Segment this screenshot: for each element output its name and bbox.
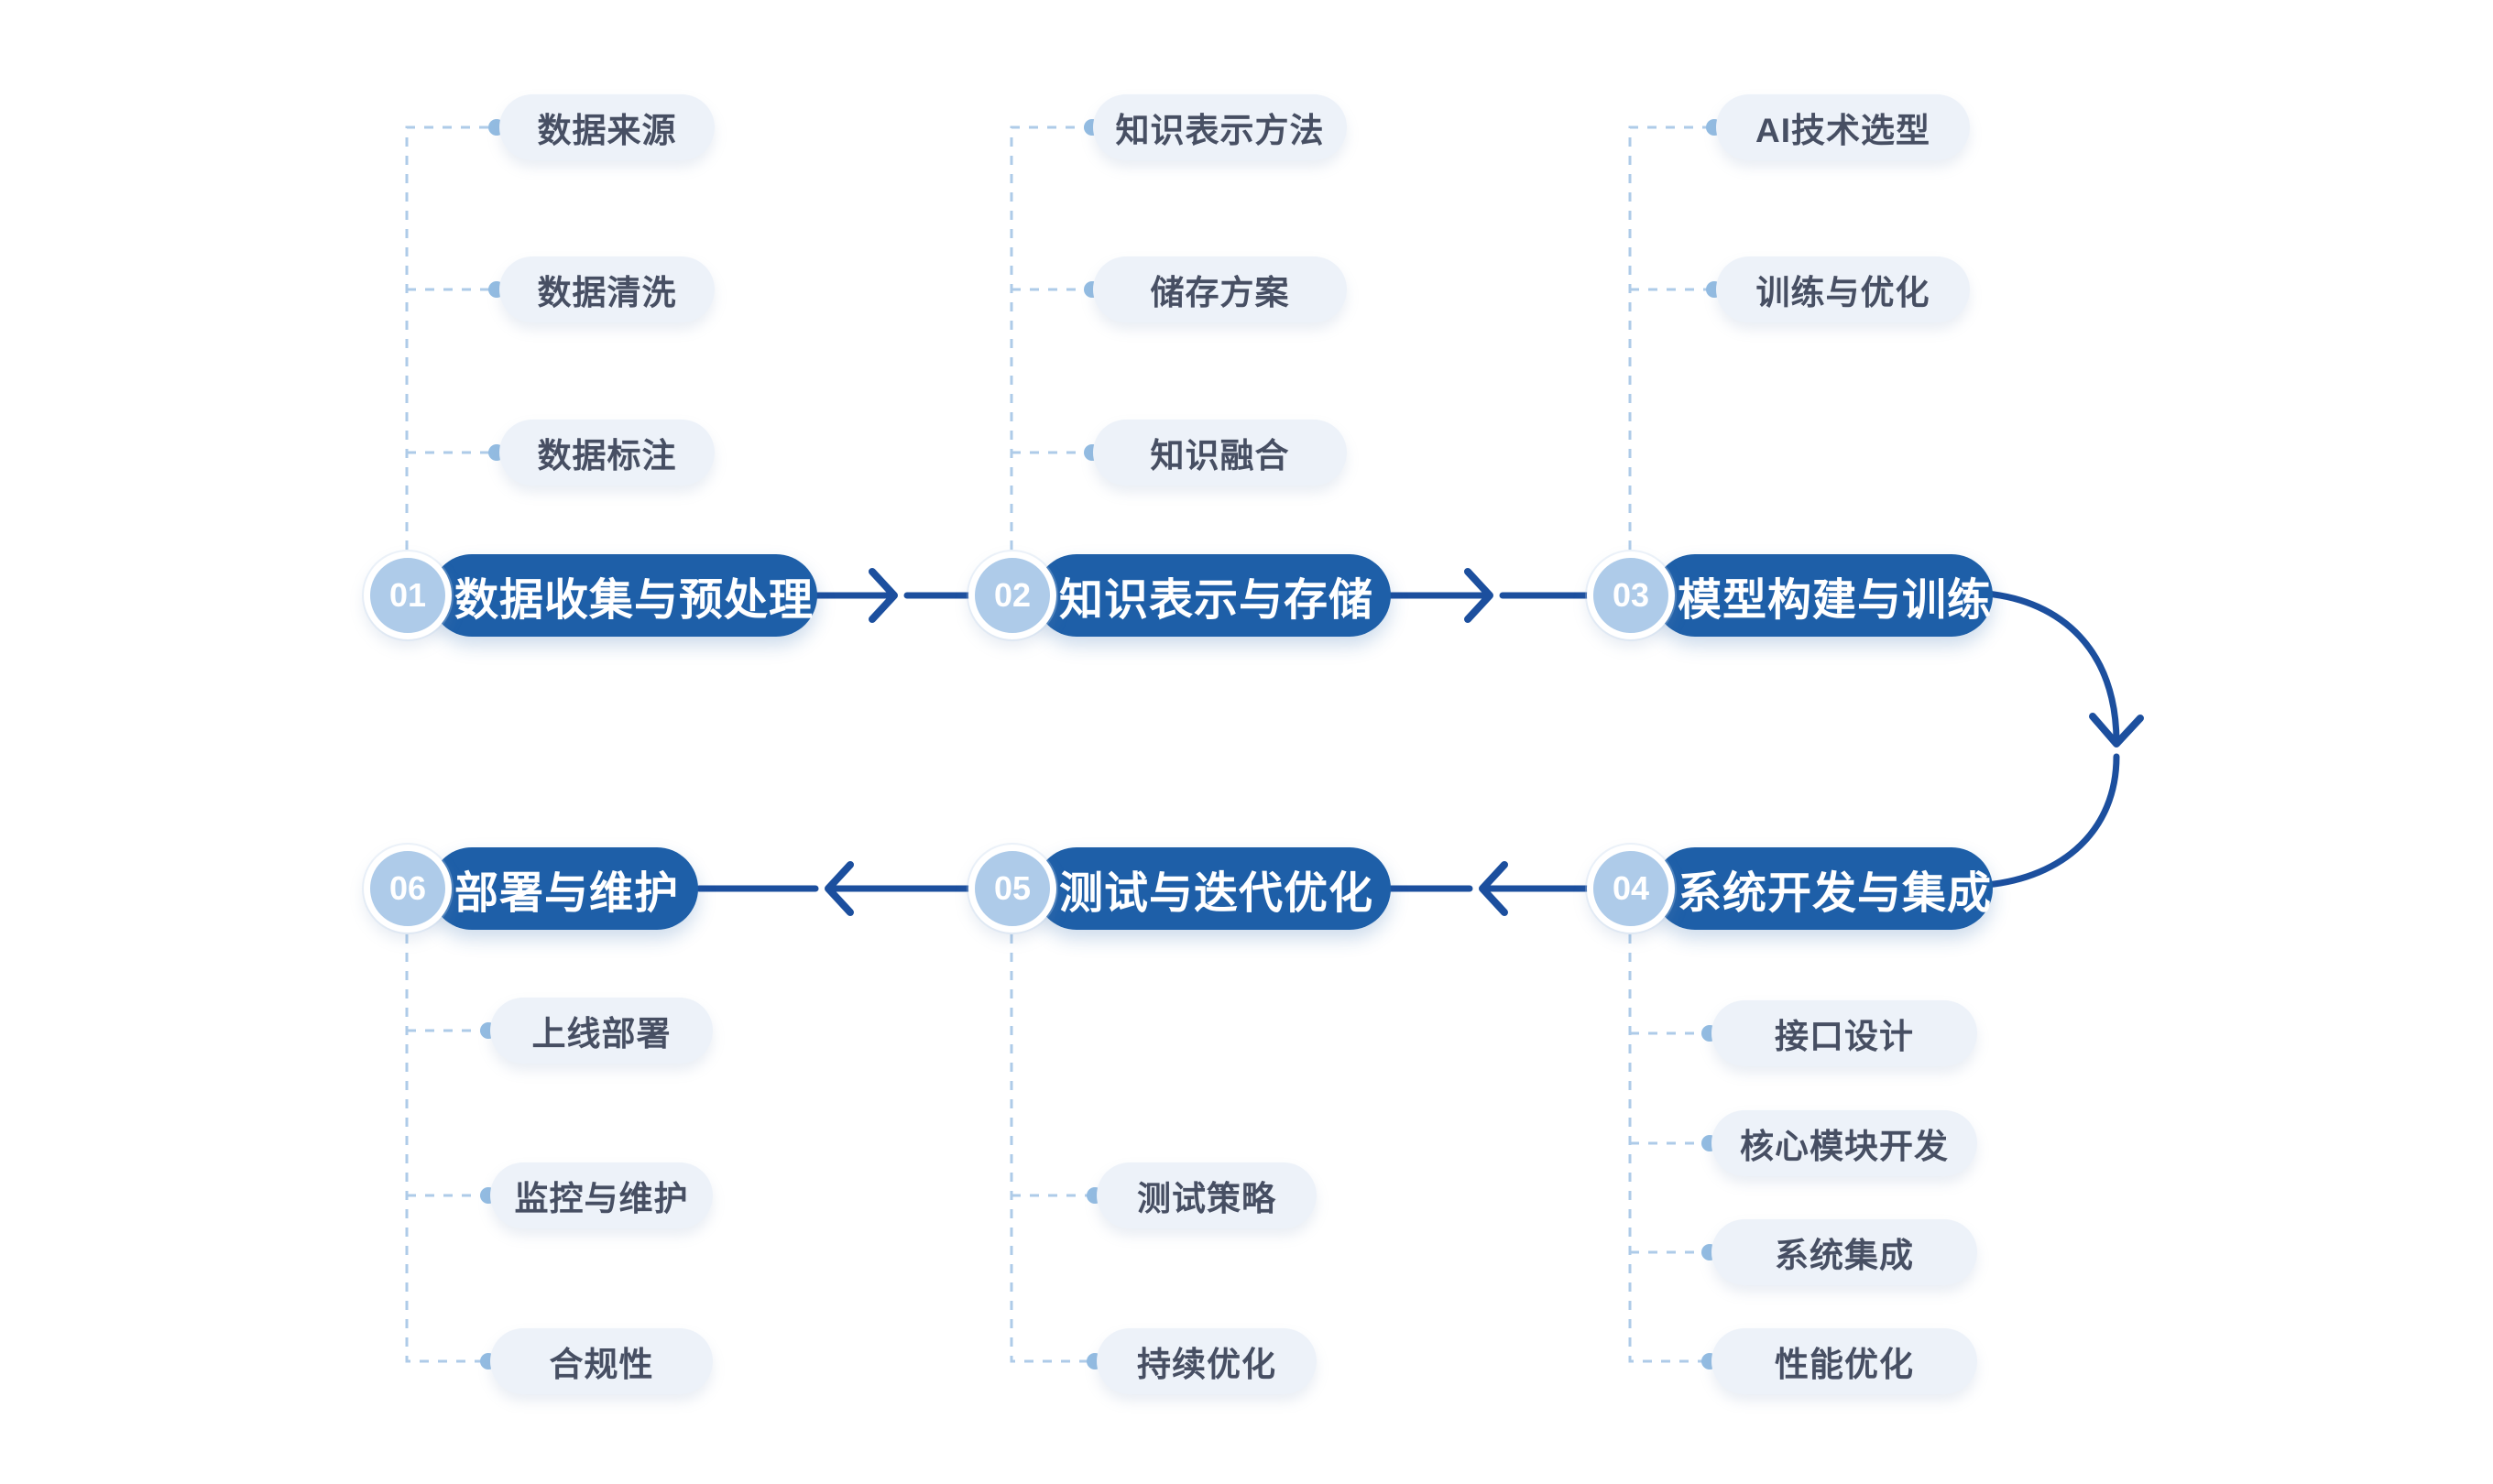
sub-item-pill: 监控与维护: [490, 1162, 713, 1228]
stage-label: 部署与维护: [454, 869, 680, 918]
sub-item-pill: 核心模块开发: [1711, 1110, 1977, 1176]
stage-node-05: 测试与迭代优化 05: [968, 845, 1391, 933]
stage-node-01: 数据收集与预处理 01: [364, 551, 817, 639]
sub-item-pill: AI技术选型: [1716, 94, 1970, 160]
chevron-down-icon: [2089, 713, 2144, 747]
sub-item-pill: 系统集成: [1711, 1219, 1977, 1285]
stage-label: 模型构建与训练: [1678, 576, 1993, 625]
sub-item-pill: 性能优化: [1711, 1328, 1977, 1394]
stage-number-badge: 03: [1587, 551, 1675, 639]
sub-item-pill: 数据标注: [499, 420, 715, 486]
stage-number-badge: 04: [1587, 845, 1675, 933]
stage-number-badge: 06: [364, 845, 452, 933]
chevron-left-icon: [825, 861, 854, 916]
arrow-chevrons: [825, 568, 2144, 916]
stage-number-badge: 05: [968, 845, 1056, 933]
stage-pill: 系统开发与集成: [1654, 847, 1993, 930]
stage-node-06: 部署与维护 06: [364, 845, 698, 933]
sub-item-pill: 数据清洗: [499, 256, 715, 322]
chevron-right-icon: [869, 568, 898, 623]
stage-label: 系统开发与集成: [1678, 869, 1993, 918]
stage-number: 01: [388, 576, 427, 614]
stage-number: 06: [388, 869, 427, 907]
sub-item-pill: 上线部署: [490, 998, 713, 1064]
stage-pill: 部署与维护: [431, 847, 698, 930]
stage-pill: 知识表示与存储: [1035, 554, 1391, 637]
stage-label: 数据收集与预处理: [454, 576, 815, 625]
sub-item-pill: 数据来源: [499, 94, 715, 160]
stage-node-02: 知识表示与存储 02: [968, 551, 1391, 639]
sub-item-pill: 储存方案: [1093, 256, 1347, 322]
stage-node-04: 系统开发与集成 04: [1587, 845, 1993, 933]
sub-item-pill: 接口设计: [1711, 1000, 1977, 1066]
sub-item-pill: 合规性: [490, 1328, 713, 1394]
sub-item-pill: 知识表示方法: [1093, 94, 1347, 160]
stage-label: 测试与迭代优化: [1059, 869, 1374, 918]
sub-item-pill: 持续优化: [1097, 1328, 1317, 1394]
stage-pill: 数据收集与预处理: [431, 554, 817, 637]
stage-number: 03: [1612, 576, 1650, 614]
stage-number-badge: 01: [364, 551, 452, 639]
flow-arrows: [695, 590, 2120, 892]
stage-node-03: 模型构建与训练 03: [1587, 551, 1993, 639]
sub-item-pill: 测试策略: [1097, 1162, 1317, 1228]
stage-number: 05: [993, 869, 1032, 907]
stage-label: 知识表示与存储: [1059, 576, 1374, 625]
sub-item-pill: 知识融合: [1093, 420, 1347, 486]
chevron-right-icon: [1464, 568, 1493, 623]
stage-number-badge: 02: [968, 551, 1056, 639]
stage-pill: 测试与迭代优化: [1035, 847, 1391, 930]
stage-number: 04: [1612, 869, 1650, 907]
stage-pill: 模型构建与训练: [1654, 554, 1993, 637]
dashed-connectors: [405, 125, 1708, 1363]
chevron-left-icon: [1479, 861, 1508, 916]
sub-item-pill: 训练与优化: [1716, 256, 1970, 322]
stage-number: 02: [993, 576, 1032, 614]
